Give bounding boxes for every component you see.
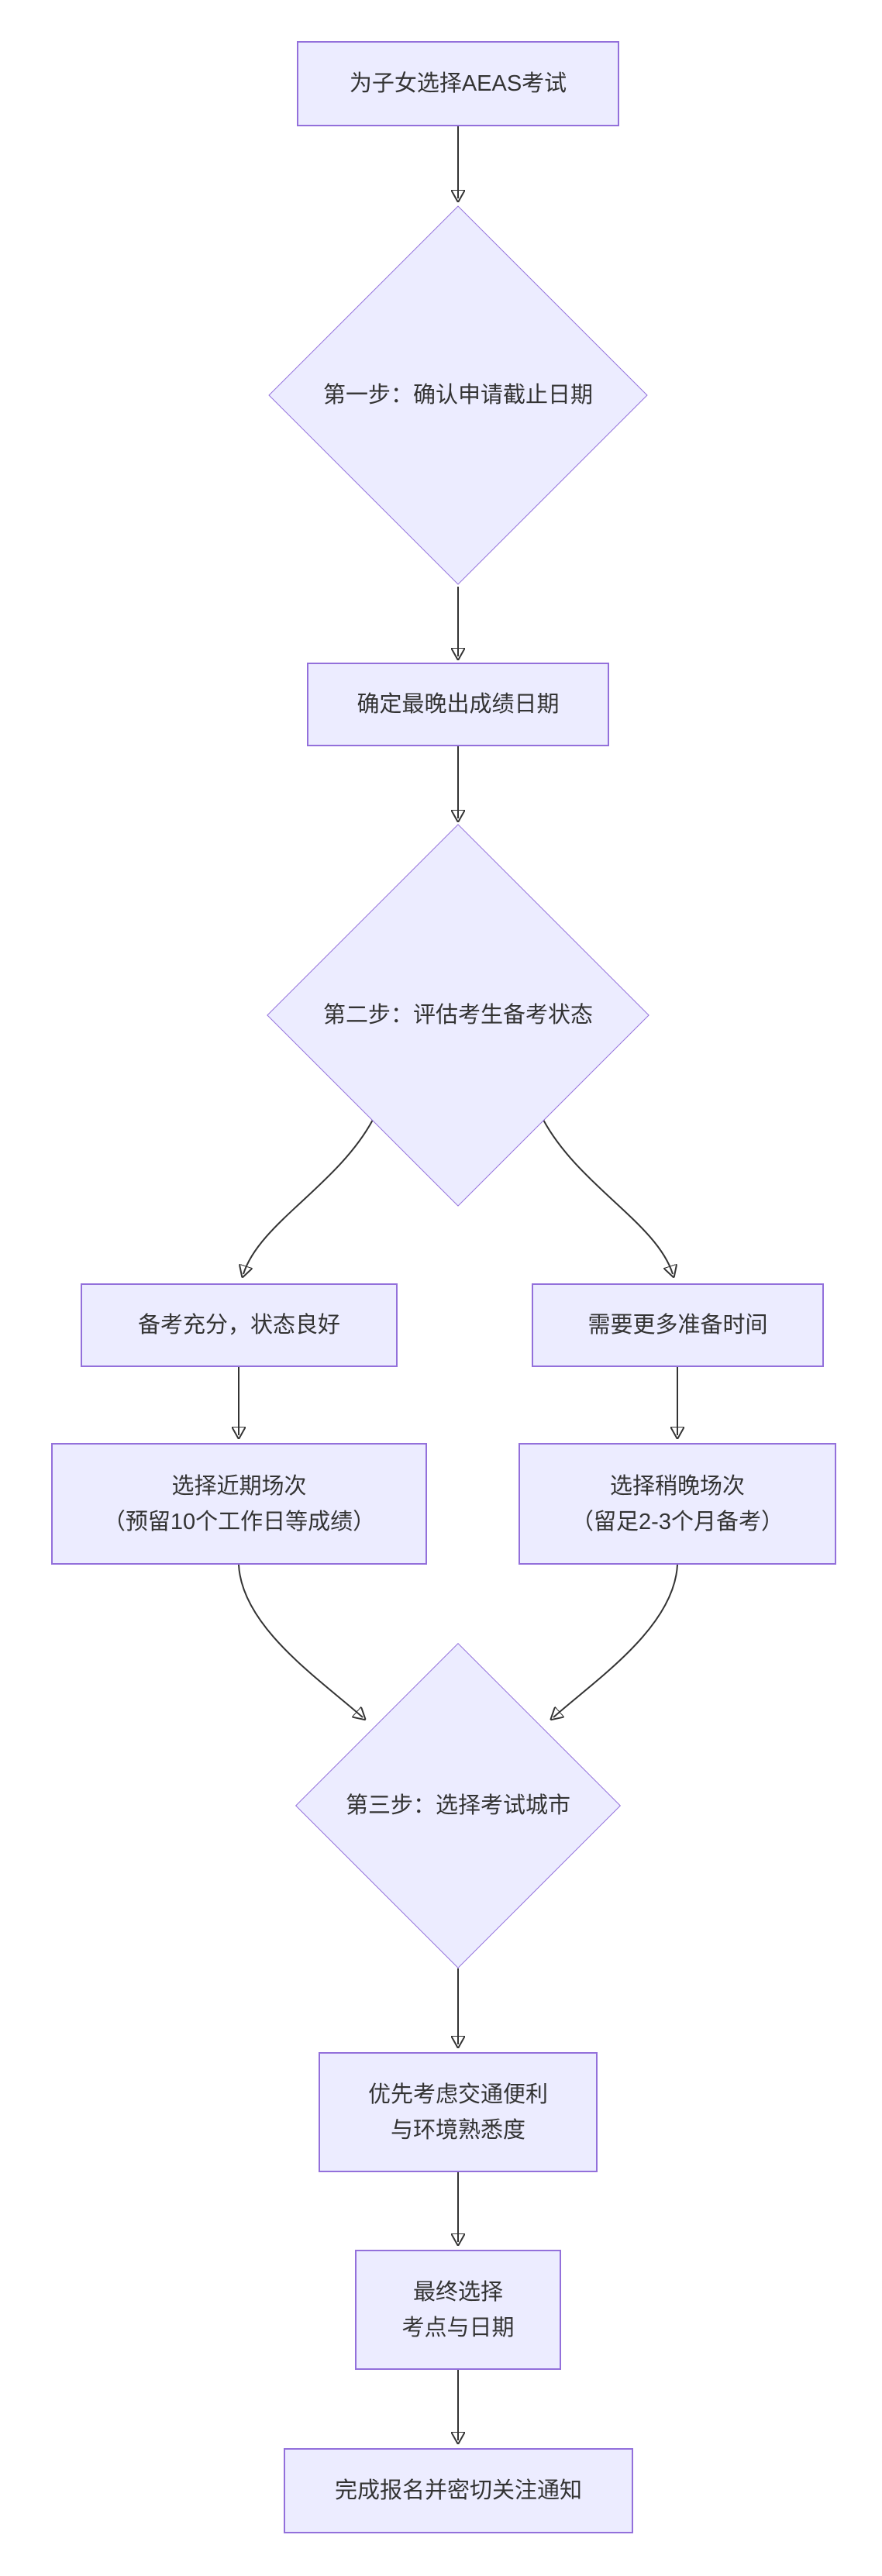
node-start-label: 为子女选择AEAS考试 bbox=[349, 71, 567, 96]
node-step2-label: 第二步：评估考生备考状态 bbox=[322, 1003, 593, 1028]
node-near-session-label-1: 选择近期场次 bbox=[171, 1473, 307, 1499]
node-step3-label: 第三步：选择考试城市 bbox=[345, 1793, 570, 1818]
node-register-label: 完成报名并密切关注通知 bbox=[334, 2478, 582, 2503]
node-near-session-label-2: （预留10个工作日等成绩） bbox=[102, 1509, 376, 1534]
node-convenience-label-2: 与环境熟悉度 bbox=[390, 2117, 525, 2143]
edge-later-step3 bbox=[553, 1564, 678, 1717]
node-step1-label: 第一步：确认申请截止日期 bbox=[322, 383, 593, 408]
node-well-prepared-label: 备考充分，状态良好 bbox=[137, 1313, 340, 1338]
node-step1: 第一步：确认申请截止日期 bbox=[268, 205, 648, 585]
node-later-session-label-2: （留足2-3个月备考） bbox=[571, 1509, 784, 1534]
node-later-session-label-1: 选择稍晚场次 bbox=[609, 1473, 745, 1499]
node-step3: 第三步：选择考试城市 bbox=[295, 1642, 622, 1969]
node-step2: 第二步：评估考生备考状态 bbox=[267, 824, 649, 1207]
node-need-more-time-label: 需要更多准备时间 bbox=[587, 1313, 768, 1338]
node-convenience-label-1: 优先考虑交通便利 bbox=[367, 2082, 548, 2107]
node-final-choice-label-1: 最终选择 bbox=[412, 2279, 503, 2305]
node-convenience: 优先考虑交通便利 与环境熟悉度 bbox=[319, 2052, 598, 2172]
node-latest-score-label: 确定最晚出成绩日期 bbox=[357, 692, 560, 717]
node-later-session: 选择稍晚场次 （留足2-3个月备考） bbox=[519, 1443, 836, 1565]
node-final-choice-label-2: 考点与日期 bbox=[401, 2315, 515, 2340]
edge-near-step3 bbox=[238, 1564, 363, 1717]
node-need-more-time: 需要更多准备时间 bbox=[532, 1283, 824, 1367]
node-well-prepared: 备考充分，状态良好 bbox=[81, 1283, 398, 1367]
node-final-choice: 最终选择 考点与日期 bbox=[355, 2250, 561, 2370]
node-start: 为子女选择AEAS考试 bbox=[297, 41, 619, 126]
node-register: 完成报名并密切关注通知 bbox=[284, 2448, 633, 2533]
edge-step2-need-more-time bbox=[543, 1119, 673, 1274]
edge-step2-well-prepared bbox=[243, 1119, 374, 1274]
node-near-session: 选择近期场次 （预留10个工作日等成绩） bbox=[51, 1443, 427, 1565]
node-latest-score: 确定最晚出成绩日期 bbox=[307, 663, 609, 746]
